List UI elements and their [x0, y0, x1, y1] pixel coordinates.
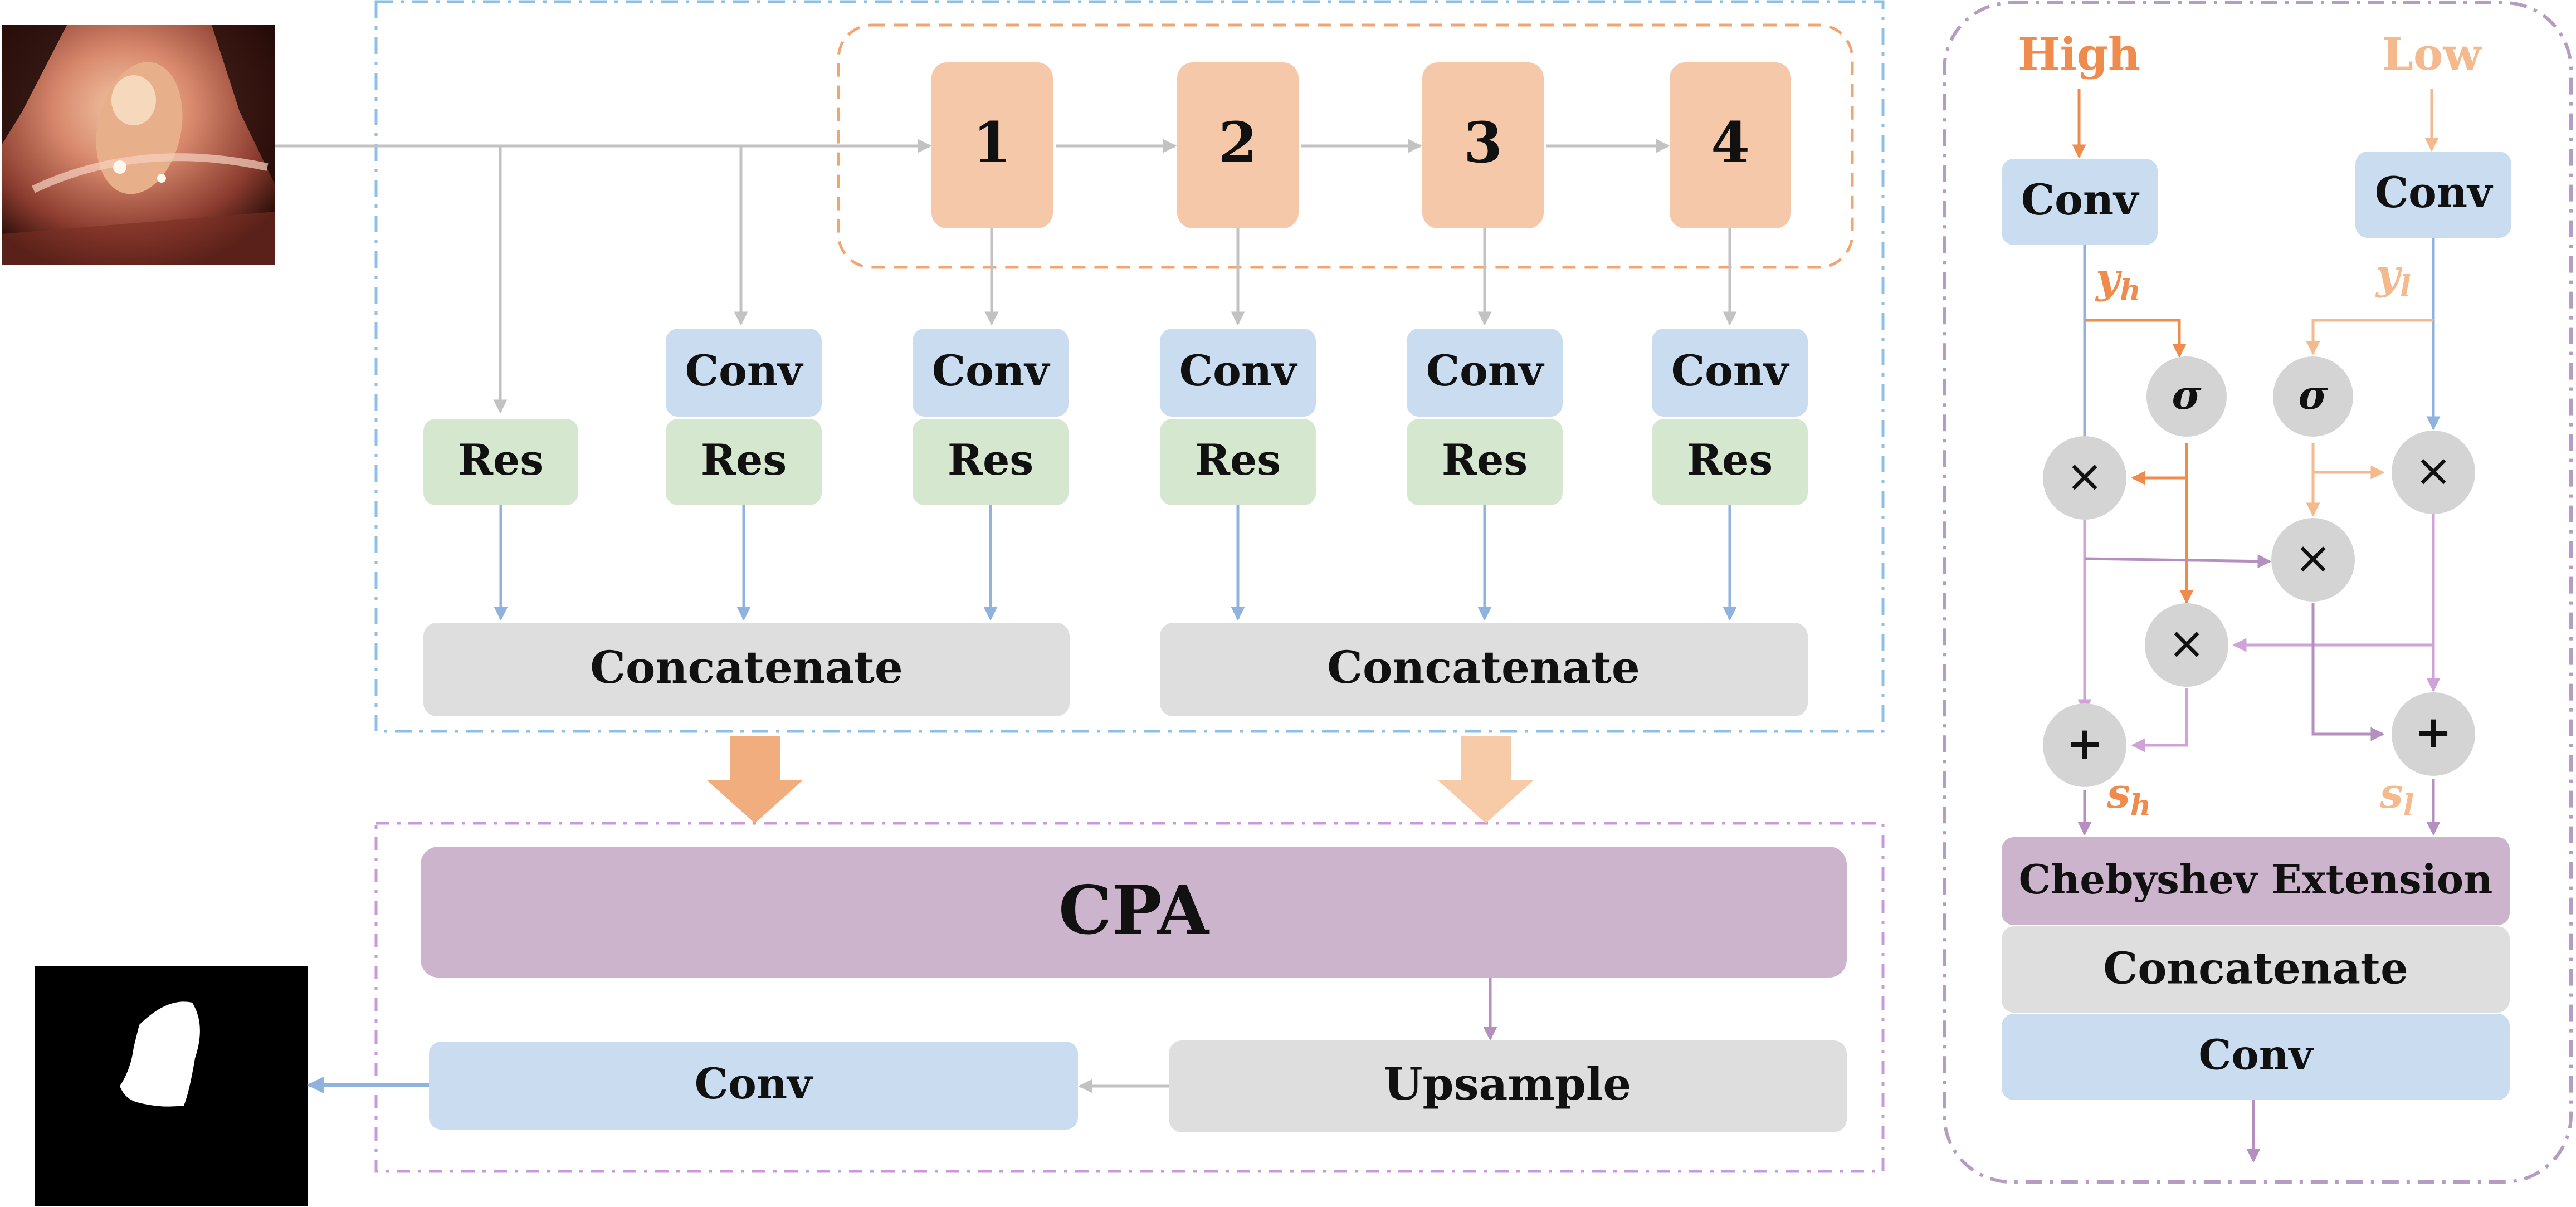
upsample-label: Upsample	[1384, 1058, 1631, 1110]
add-high: +	[2043, 703, 2126, 787]
big-arrow-right	[1437, 736, 1534, 823]
fusion-panel-frame	[1943, 1, 2573, 1184]
multiply-bottom: ×	[2145, 603, 2228, 687]
res-block-5: Res	[1407, 419, 1563, 505]
stage-1: 1	[931, 62, 1053, 228]
encoder-conv-5-label: Conv	[1671, 346, 1790, 395]
concat-right-label: Concatenate	[1327, 641, 1640, 693]
res-block-1-label: Res	[458, 435, 544, 485]
res-block-6-label: Res	[1687, 435, 1773, 485]
res-block-5-label: Res	[1442, 435, 1528, 485]
stage-3: 3	[1422, 62, 1544, 228]
upsample-block: Upsample	[1169, 1040, 1847, 1132]
concat-left: Concatenate	[423, 623, 1070, 716]
encoder-conv-1-label: Conv	[685, 346, 804, 395]
panel-conv-high-label: Conv	[2021, 175, 2140, 224]
concat-left-label: Concatenate	[590, 641, 902, 693]
sigma-high-label: σ	[2172, 371, 2202, 418]
multiply-middle-label: ×	[2294, 532, 2331, 584]
multiply-low-label: ×	[2414, 444, 2452, 496]
stage-2-label: 2	[1218, 110, 1257, 175]
chebyshev-label: Chebyshev Extension	[2019, 856, 2493, 903]
multiply-bottom-label: ×	[2168, 617, 2205, 669]
multiply-high-label: ×	[2066, 450, 2103, 502]
output-mask	[35, 966, 308, 1206]
cpa-label: CPA	[1058, 871, 1210, 950]
panel-concat-block: Concatenate	[2002, 926, 2510, 1013]
stage-4: 4	[1670, 62, 1791, 228]
encoder-conv-2: Conv	[913, 329, 1069, 417]
y-l-label: yl	[2375, 251, 2411, 304]
panel-conv-low-label: Conv	[2375, 168, 2494, 217]
panel-flow-lines	[2077, 238, 2441, 1163]
res-block-1: Res	[423, 419, 578, 505]
sigma-low: σ	[2273, 356, 2353, 437]
add-low-label: +	[2414, 706, 2452, 758]
s-l-label: sl	[2379, 770, 2414, 823]
input-image	[2, 25, 275, 265]
res-block-2: Res	[666, 419, 822, 505]
decoder-frame	[374, 822, 1885, 1173]
panel-conv-out: Conv	[2002, 1014, 2510, 1100]
encoder-conv-4: Conv	[1407, 329, 1563, 417]
high-label: High	[2018, 28, 2140, 80]
panel-conv-low: Conv	[2355, 152, 2511, 238]
res-block-6: Res	[1652, 419, 1808, 505]
encoder-conv-3-label: Conv	[1179, 346, 1298, 395]
cpa-module: CPA	[421, 847, 1847, 978]
encoder-conv-3: Conv	[1160, 329, 1316, 417]
decoder-conv-label: Conv	[695, 1059, 813, 1108]
big-arrow-left	[706, 736, 803, 823]
stage-1-label: 1	[973, 110, 1012, 175]
sigma-high: σ	[2146, 356, 2227, 437]
add-low: +	[2392, 692, 2475, 776]
y-h-label: yh	[2095, 255, 2141, 307]
s-h-label: sh	[2106, 770, 2151, 823]
main-input-line	[275, 139, 1737, 414]
panel-conv-out-label: Conv	[2198, 1032, 2314, 1079]
encoder-conv-5: Conv	[1652, 329, 1808, 417]
concat-right: Concatenate	[1160, 623, 1808, 716]
res-to-concat-arrows	[494, 505, 1737, 621]
multiply-middle: ×	[2271, 518, 2355, 602]
encoder-conv-4-label: Conv	[1426, 346, 1545, 395]
res-block-3-label: Res	[948, 435, 1033, 485]
sigma-low-label: σ	[2298, 371, 2328, 418]
low-label: Low	[2382, 28, 2483, 80]
stage-3-label: 3	[1463, 110, 1502, 175]
add-high-label: +	[2066, 717, 2103, 769]
multiply-high: ×	[2043, 436, 2126, 520]
stage-4-label: 4	[1711, 110, 1750, 175]
chebyshev-block: Chebyshev Extension	[2002, 837, 2510, 925]
multiply-low: ×	[2392, 431, 2475, 514]
encoder-conv-1: Conv	[666, 329, 822, 417]
encoder-frame	[374, 0, 1885, 733]
panel-conv-high: Conv	[2002, 159, 2158, 245]
stage-2: 2	[1177, 62, 1299, 228]
res-block-4-label: Res	[1195, 435, 1281, 485]
panel-concat-label: Concatenate	[2103, 944, 2408, 994]
encoder-conv-2-label: Conv	[932, 346, 1051, 395]
res-block-4: Res	[1160, 419, 1316, 505]
decoder-conv: Conv	[429, 1042, 1078, 1130]
res-block-2-label: Res	[701, 435, 787, 485]
res-block-3: Res	[913, 419, 1069, 505]
backbone-frame	[837, 23, 1854, 269]
